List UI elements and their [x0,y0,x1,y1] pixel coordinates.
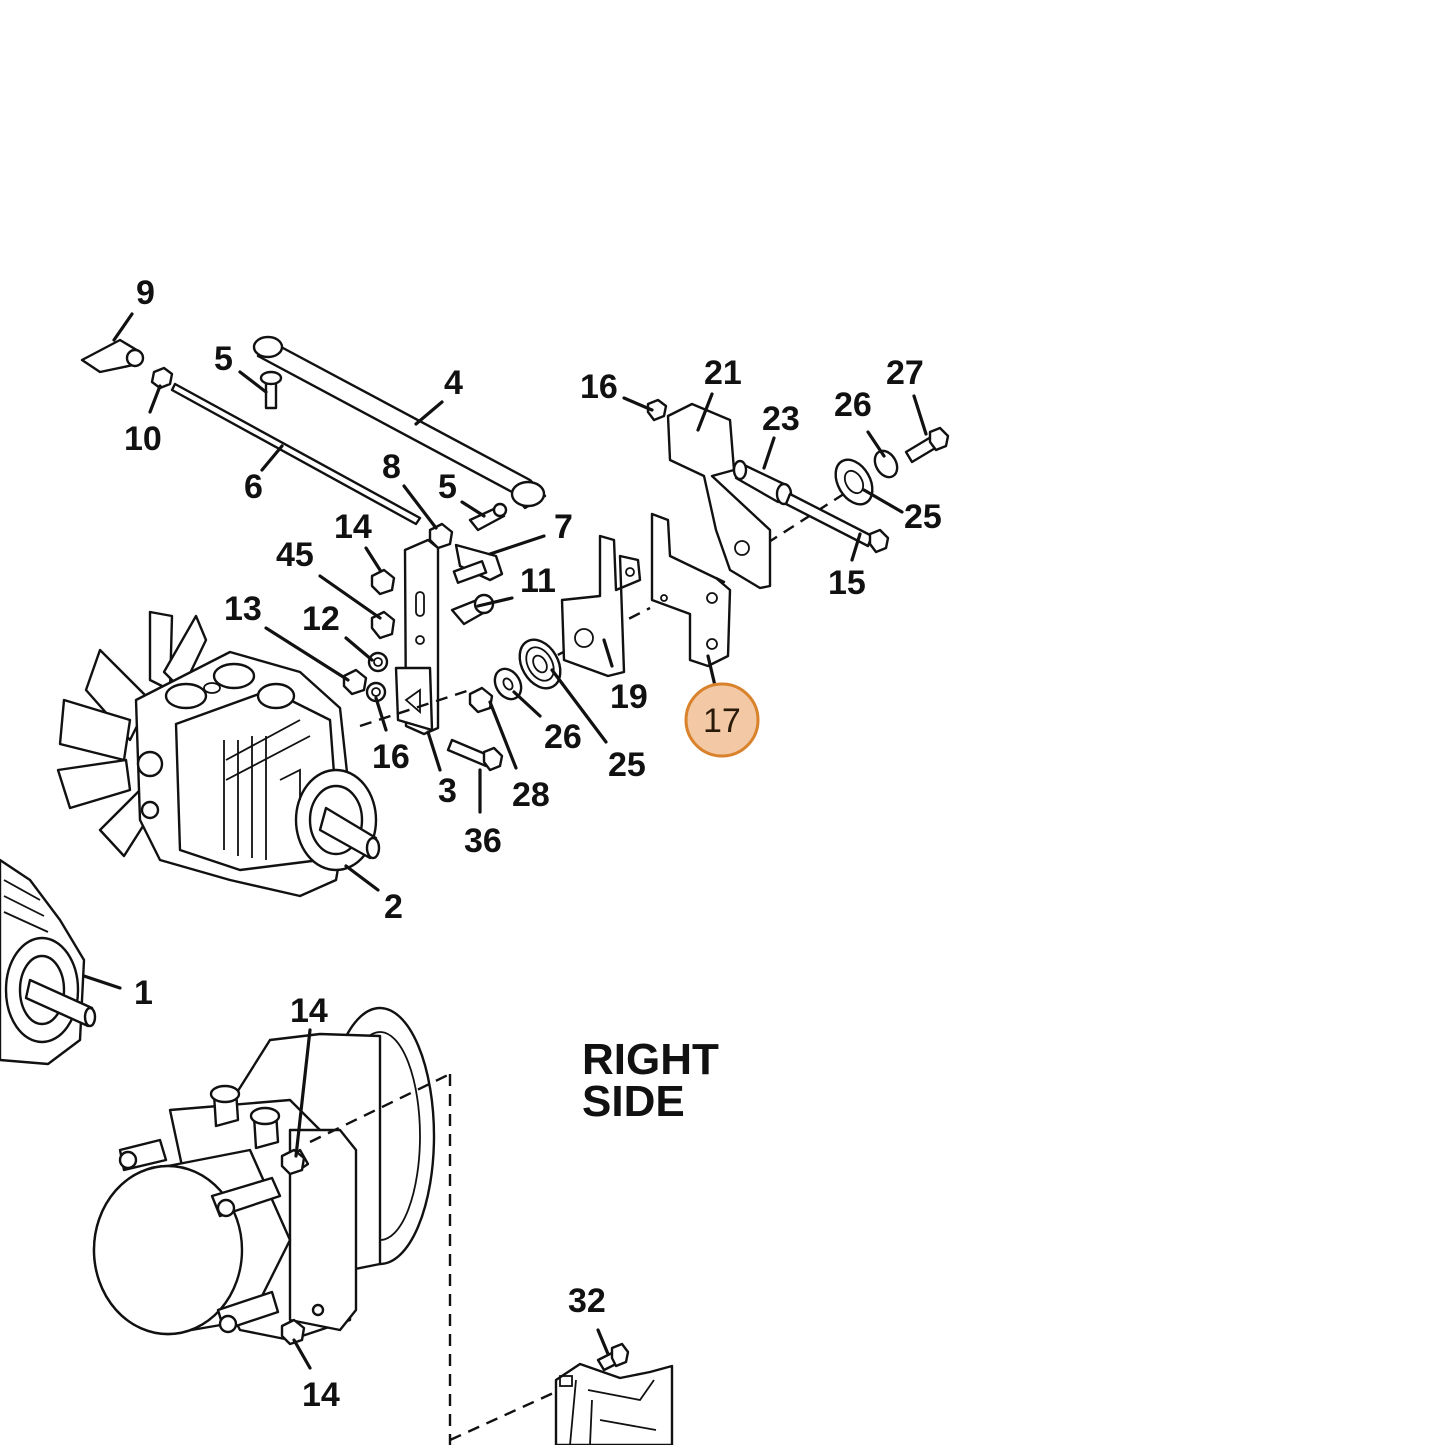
callout-2: 2 [384,888,403,926]
callout-23: 23 [762,400,800,438]
callout-13: 13 [224,590,262,628]
stud-11 [450,593,495,626]
nut-8 [428,522,454,550]
bracket-19 [560,534,642,678]
disc-25-left [518,638,562,690]
nut-14-upper [280,1148,306,1176]
callout-14-lower: 14 [302,1376,340,1414]
callout-25-left: 25 [608,746,646,784]
bracket-3 [394,538,440,736]
rod-6 [170,382,422,526]
callout-4: 4 [444,364,463,402]
caption-right: RIGHT [582,1035,719,1084]
callout-21: 21 [704,354,742,392]
callout-14-upper: 14 [290,992,328,1030]
callout-27: 27 [886,354,924,392]
callout-labels: 9 5 10 4 6 8 5 7 14 45 11 13 12 16 3 28 … [124,274,942,1414]
callout-16-top: 16 [580,368,618,406]
rod-4 [252,335,547,510]
callout-5: 5 [214,340,233,378]
ball-joint-9 [80,338,145,374]
callout-25-right: 25 [904,498,942,536]
bolt-32 [596,1342,630,1372]
nut-14 [370,568,396,596]
callout-17: 17 [703,702,741,740]
disc-25-right [834,458,874,506]
highlight-marker-17 [684,682,760,758]
ball-joint-7 [452,543,504,584]
leader-lines [82,312,928,1370]
washer-12 [367,651,389,673]
bolt-36 [446,738,504,772]
plate-21 [666,402,772,590]
callout-6: 6 [244,468,263,506]
bolt-15 [784,492,890,554]
callout-10: 10 [124,420,162,458]
nut-13 [342,668,368,696]
nut-45 [370,610,396,640]
callout-12: 12 [302,600,340,638]
caption-side: SIDE [582,1077,685,1126]
pump-1 [0,858,97,1066]
pump-2 [56,610,381,898]
callout-16-lower: 16 [372,738,410,776]
nut-28 [468,686,494,714]
callout-14: 14 [334,508,372,546]
bracket-32 [554,1362,674,1445]
bracket-17 [650,512,732,668]
callout-19: 19 [610,678,648,716]
bolt-27 [904,426,950,464]
stud-5-mid [468,502,508,532]
nut-16-top [646,398,668,422]
washer-26-right [873,449,899,479]
callout-15: 15 [828,564,866,602]
callout-11: 11 [520,562,556,600]
callout-45: 45 [276,536,314,574]
callout-26-right: 26 [834,386,872,424]
callout-32: 32 [568,1282,606,1320]
callout-5-mid: 5 [438,468,457,506]
callout-8: 8 [382,448,401,486]
callout-7: 7 [554,508,573,546]
nut-10 [150,366,174,390]
callout-3: 3 [438,772,457,810]
callout-9: 9 [136,274,155,312]
callout-36: 36 [464,822,502,860]
wheel-motor [92,1006,436,1342]
nut-14-lower [280,1318,306,1346]
callout-28: 28 [512,776,550,814]
callout-26-left: 26 [544,718,582,756]
callout-1: 1 [134,974,153,1012]
stud-5-top [259,370,283,410]
